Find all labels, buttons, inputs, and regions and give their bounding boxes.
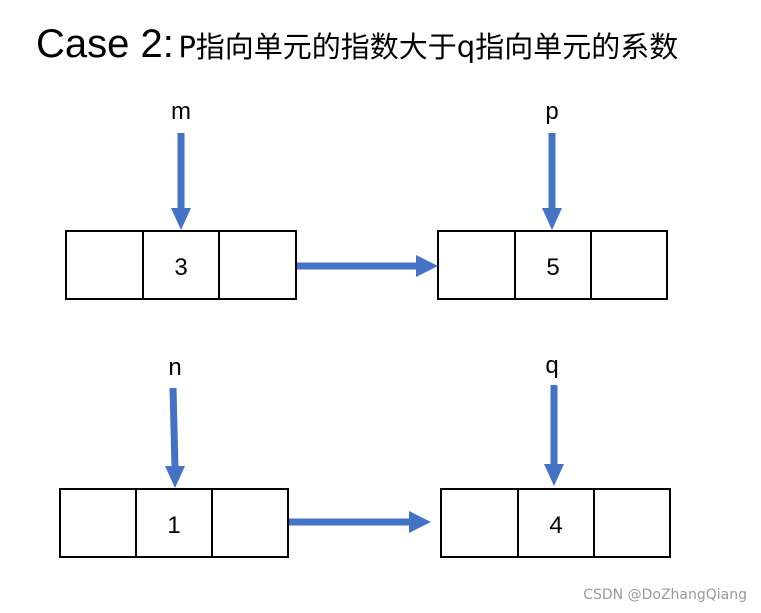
node-value: 4 (549, 512, 562, 539)
node-top-right: 5 (437, 230, 668, 300)
pointer-label-n: n (168, 354, 181, 381)
node-cell (211, 488, 289, 558)
pointer-arrow-q (544, 385, 564, 486)
node-cell (218, 230, 297, 300)
pointer-label-p: p (545, 98, 558, 125)
pointer-label-m: m (171, 98, 191, 125)
pointer-label-q: q (545, 352, 558, 379)
node-cell (437, 230, 516, 300)
node-cell (514, 230, 592, 300)
case-description: P指向单元的指数大于q指向单元的系数 (178, 30, 679, 64)
node-bottom-right: 4 (440, 488, 671, 558)
node-top-left: 3 (65, 230, 297, 300)
node-cell (135, 488, 213, 558)
pointer-arrow-p (542, 133, 562, 230)
node-cell (590, 230, 668, 300)
pointer-arrow-n (165, 387, 185, 488)
node-bottom-left: 1 (59, 488, 289, 558)
node-cell (65, 230, 144, 300)
next-arrow-bottom (289, 511, 431, 533)
pointer-arrow-m (171, 133, 191, 230)
diagram-title: Case 2: P指向单元的指数大于q指向单元的系数 (36, 22, 678, 67)
node-cell (593, 488, 671, 558)
node-cell (440, 488, 519, 558)
node-cell (59, 488, 137, 558)
watermark: CSDN @DoZhangQiang (583, 587, 747, 603)
node-value: 5 (546, 254, 559, 281)
node-value: 1 (167, 512, 180, 539)
case-label: Case 2: (36, 22, 174, 66)
node-cell (517, 488, 595, 558)
next-arrow-top (297, 255, 438, 277)
node-value: 3 (174, 254, 187, 281)
